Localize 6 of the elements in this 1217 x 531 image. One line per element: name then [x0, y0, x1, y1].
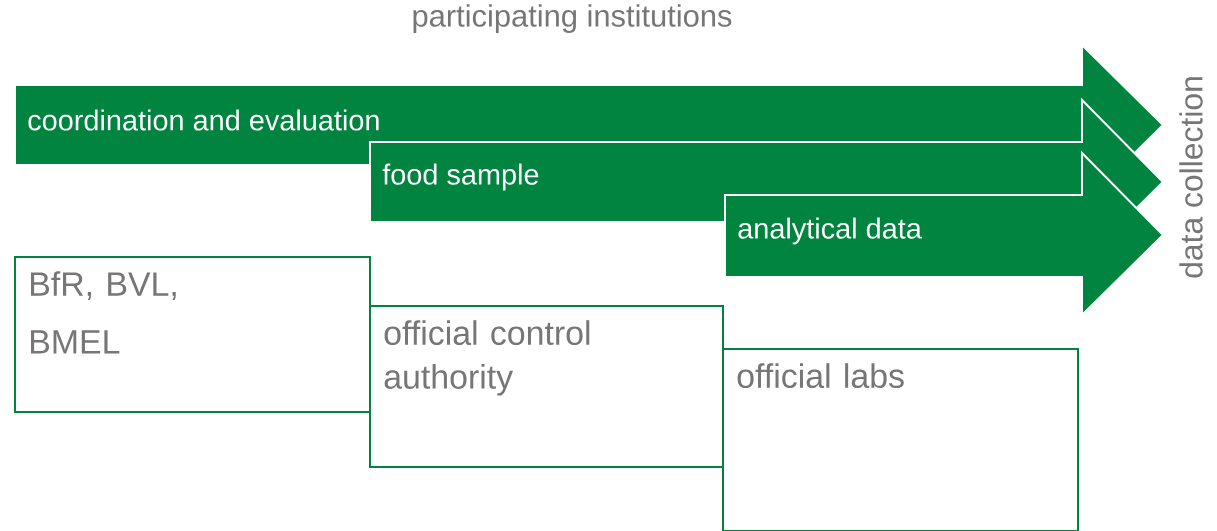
institution-box: official control authority	[369, 305, 724, 468]
institution-box: official labs	[722, 348, 1079, 531]
axis-label: data collection	[1179, 77, 1203, 278]
institution-box: BfR, BVL, BMEL	[14, 256, 371, 413]
title: participating institutions	[413, 4, 732, 33]
arrow-band: analytical data	[724, 150, 1165, 318]
